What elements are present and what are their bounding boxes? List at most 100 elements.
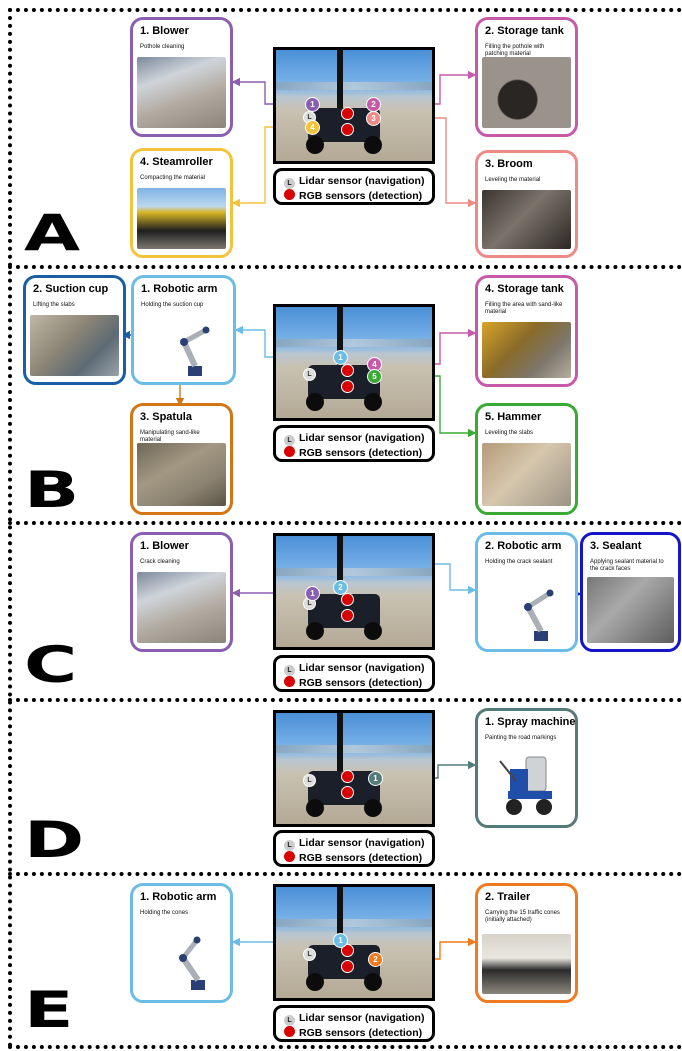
divider-d-e xyxy=(8,872,682,876)
frame-top-border xyxy=(8,8,682,12)
rgb-legend-icon xyxy=(284,189,295,200)
section-label-c: C xyxy=(24,636,78,694)
frame-left-border xyxy=(8,8,12,1048)
marker-b-4: 4 xyxy=(367,357,382,372)
card-title: 5. Hammer xyxy=(485,411,542,423)
divider-b-c xyxy=(8,521,682,525)
card-b-robotic-arm: 1. Robotic arm Holding the suction cup xyxy=(131,275,236,385)
rgb-sensor-icon xyxy=(341,107,354,120)
rgb-sensor-icon xyxy=(341,786,354,799)
card-b-spatula: 3. Spatula Manipulating sand-like materi… xyxy=(130,403,233,515)
card-b-hammer: 5. Hammer Leveling the slabs xyxy=(475,403,578,515)
card-e-trailer: 2. Trailer Carrying the 15 traffic cones… xyxy=(475,883,578,1003)
card-title: 1. Blower xyxy=(140,540,189,552)
lidar-legend-icon: L xyxy=(284,178,295,189)
card-description: Crack cleaning xyxy=(140,559,180,565)
card-title: 1. Robotic arm xyxy=(140,891,217,903)
card-description: Painting the road markings xyxy=(485,735,557,741)
rgb-sensor-icon xyxy=(341,609,354,622)
legend-rgb-label: RGB sensors (detection) xyxy=(299,852,423,864)
card-description: Manipulating sand-like material xyxy=(140,430,200,443)
suction-cup-photo xyxy=(30,315,119,376)
card-a-steamroller: 4. Steamroller Compacting the material xyxy=(130,148,233,258)
legend-rgb-label: RGB sensors (detection) xyxy=(299,447,423,459)
lidar-sensor-icon: L xyxy=(303,368,316,381)
legend-rgb-label: RGB sensors (detection) xyxy=(299,1027,423,1039)
card-a-storage-tank: 2. Storage tank Filling the pothole with… xyxy=(475,17,578,137)
legend-lidar-label: Lidar sensor (navigation) xyxy=(299,1012,425,1024)
marker-d-1: 1 xyxy=(368,771,383,786)
robot-photo-d: L xyxy=(273,710,435,827)
lidar-legend-icon: L xyxy=(284,665,295,676)
divider-a-b xyxy=(8,265,682,269)
blower-photo xyxy=(137,57,226,128)
card-b-suction-cup: 2. Suction cup Lifting the slabs xyxy=(23,275,126,385)
card-description: Pothole cleaning xyxy=(140,44,185,50)
card-description: Holding the suction cup xyxy=(141,302,204,308)
marker-b-5: 5 xyxy=(367,369,382,384)
card-description: Lifting the slabs xyxy=(33,302,75,308)
card-title: 3. Broom xyxy=(485,158,533,170)
broom-photo xyxy=(482,190,571,249)
card-title: 1. Spray machine xyxy=(485,716,576,728)
robot-photo-a: L xyxy=(273,47,435,164)
legend-lidar-label: Lidar sensor (navigation) xyxy=(299,662,425,674)
rgb-legend-icon xyxy=(284,446,295,457)
frame-bottom-border xyxy=(8,1045,682,1049)
rgb-legend-icon xyxy=(284,676,295,687)
marker-a-1: 1 xyxy=(305,97,320,112)
marker-a-3: 3 xyxy=(366,111,381,126)
rgb-sensor-icon xyxy=(341,593,354,606)
legend-rgb-label: RGB sensors (detection) xyxy=(299,677,423,689)
card-b-storage-tank: 4. Storage tank Filling the area with sa… xyxy=(475,275,578,387)
lidar-sensor-icon: L xyxy=(303,948,316,961)
card-description: Applying sealant material to the crack f… xyxy=(590,559,664,572)
rgb-sensor-icon xyxy=(341,380,354,393)
marker-a-4: 4 xyxy=(305,120,320,135)
card-a-blower: 1. Blower Pothole cleaning xyxy=(130,17,233,137)
lidar-legend-icon: L xyxy=(284,435,295,446)
sealant-photo xyxy=(587,577,674,643)
spray-machine-illustration xyxy=(499,756,552,815)
sensor-legend-e: L Lidar sensor (navigation) RGB sensors (… xyxy=(273,1005,435,1042)
card-description: Holding the cones xyxy=(140,910,189,916)
rgb-legend-icon xyxy=(284,1026,295,1037)
hammer-photo xyxy=(482,443,571,506)
section-label-e: E xyxy=(24,981,74,1039)
card-title: 3. Spatula xyxy=(140,411,192,423)
trailer-photo xyxy=(482,934,571,994)
card-title: 2. Robotic arm xyxy=(485,540,562,552)
card-c-blower: 1. Blower Crack cleaning xyxy=(130,532,233,652)
card-title: 1. Robotic arm xyxy=(141,283,218,295)
legend-rgb-label: RGB sensors (detection) xyxy=(299,190,423,202)
rgb-sensor-icon xyxy=(341,364,354,377)
card-title: 2. Trailer xyxy=(485,891,531,903)
lidar-sensor-icon: L xyxy=(303,774,316,787)
card-description: Leveling the material xyxy=(485,177,541,183)
rgb-sensor-icon xyxy=(341,123,354,136)
legend-lidar-label: Lidar sensor (navigation) xyxy=(299,432,425,444)
marker-c-2: 2 xyxy=(333,580,348,595)
card-title: 2. Storage tank xyxy=(485,25,564,37)
card-title: 4. Steamroller xyxy=(140,156,213,168)
card-description: Leveling the slabs xyxy=(485,430,534,436)
rgb-sensor-icon xyxy=(341,770,354,783)
legend-lidar-label: Lidar sensor (navigation) xyxy=(299,175,425,187)
card-description: Holding the crack sealant xyxy=(485,559,553,565)
divider-c-d xyxy=(8,698,682,702)
marker-b-1: 1 xyxy=(333,350,348,365)
card-e-robotic-arm: 1. Robotic arm Holding the cones xyxy=(130,883,233,1003)
card-description: Compacting the material xyxy=(140,175,206,181)
card-title: 1. Blower xyxy=(140,25,189,37)
card-title: 2. Suction cup xyxy=(33,283,109,295)
sensor-legend-c: L Lidar sensor (navigation) RGB sensors (… xyxy=(273,655,435,692)
card-title: 3. Sealant xyxy=(590,540,642,552)
blower-photo xyxy=(137,572,226,643)
section-label-d: D xyxy=(24,811,85,869)
robotic-arm-illustration xyxy=(179,936,205,990)
card-c-sealant: 3. Sealant Applying sealant material to … xyxy=(580,532,681,652)
section-label-a: A xyxy=(24,204,81,262)
lidar-legend-icon: L xyxy=(284,1015,295,1026)
card-title: 4. Storage tank xyxy=(485,283,564,295)
card-description: Filling the pothole with patching materi… xyxy=(485,44,545,57)
